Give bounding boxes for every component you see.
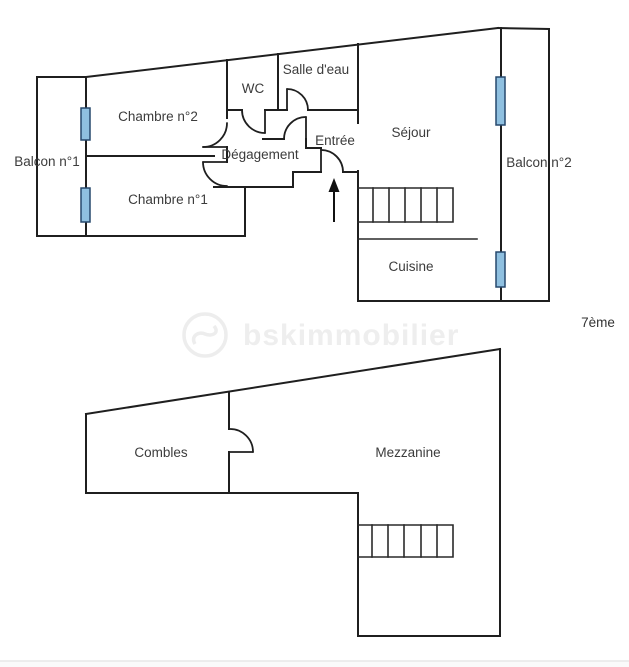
label-degagement: Dégagement bbox=[221, 147, 299, 162]
window-balcony1-lower bbox=[80, 187, 91, 223]
footer-strip bbox=[0, 661, 629, 667]
chambre1-door bbox=[202, 161, 228, 187]
watermark-logo-glyph bbox=[191, 324, 218, 345]
label-mezzanine: Mezzanine bbox=[375, 445, 440, 460]
label-cuisine: Cuisine bbox=[388, 259, 433, 274]
window-balcony1-upper bbox=[80, 107, 91, 141]
salledeau-door bbox=[286, 88, 309, 111]
chambre2-door bbox=[202, 122, 228, 148]
watermark-logo-icon bbox=[182, 312, 228, 358]
label-balcon2: Balcon n°2 bbox=[506, 155, 571, 170]
label-chambre1: Chambre n°1 bbox=[128, 192, 208, 207]
balcony2-top-wall bbox=[496, 26, 551, 31]
label-combles: Combles bbox=[134, 445, 188, 460]
window-balcony2-upper bbox=[495, 76, 506, 126]
label-balcon1: Balcon n°1 bbox=[14, 154, 79, 169]
lower-floor-plan: Combles Mezzanine bbox=[84, 347, 502, 637]
entrance-door bbox=[320, 147, 344, 173]
floor-level-label: 7ème bbox=[581, 315, 615, 330]
label-entree: Entrée bbox=[315, 133, 355, 148]
upper-floor-plan: Balcon n°1 Chambre n°2 Chambre n°1 WC Sa… bbox=[14, 26, 615, 330]
attic-slanted-wall bbox=[84, 347, 502, 416]
watermark-label: bskimmobilier bbox=[243, 319, 459, 352]
watermark: bskimmobilier bbox=[182, 312, 459, 358]
staircase-lower bbox=[357, 524, 454, 558]
wc-door bbox=[241, 109, 266, 134]
entrance-arrow-icon bbox=[328, 178, 340, 222]
label-salledeau: Salle d'eau bbox=[283, 62, 349, 77]
label-chambre2: Chambre n°2 bbox=[118, 109, 198, 124]
vestibule-door bbox=[283, 116, 307, 140]
combles-door bbox=[228, 428, 254, 453]
label-sejour: Séjour bbox=[391, 125, 431, 140]
label-wc: WC bbox=[242, 81, 265, 96]
staircase-upper bbox=[357, 187, 454, 223]
north-slanted-wall bbox=[84, 26, 500, 79]
window-balcony2-lower bbox=[495, 251, 506, 288]
